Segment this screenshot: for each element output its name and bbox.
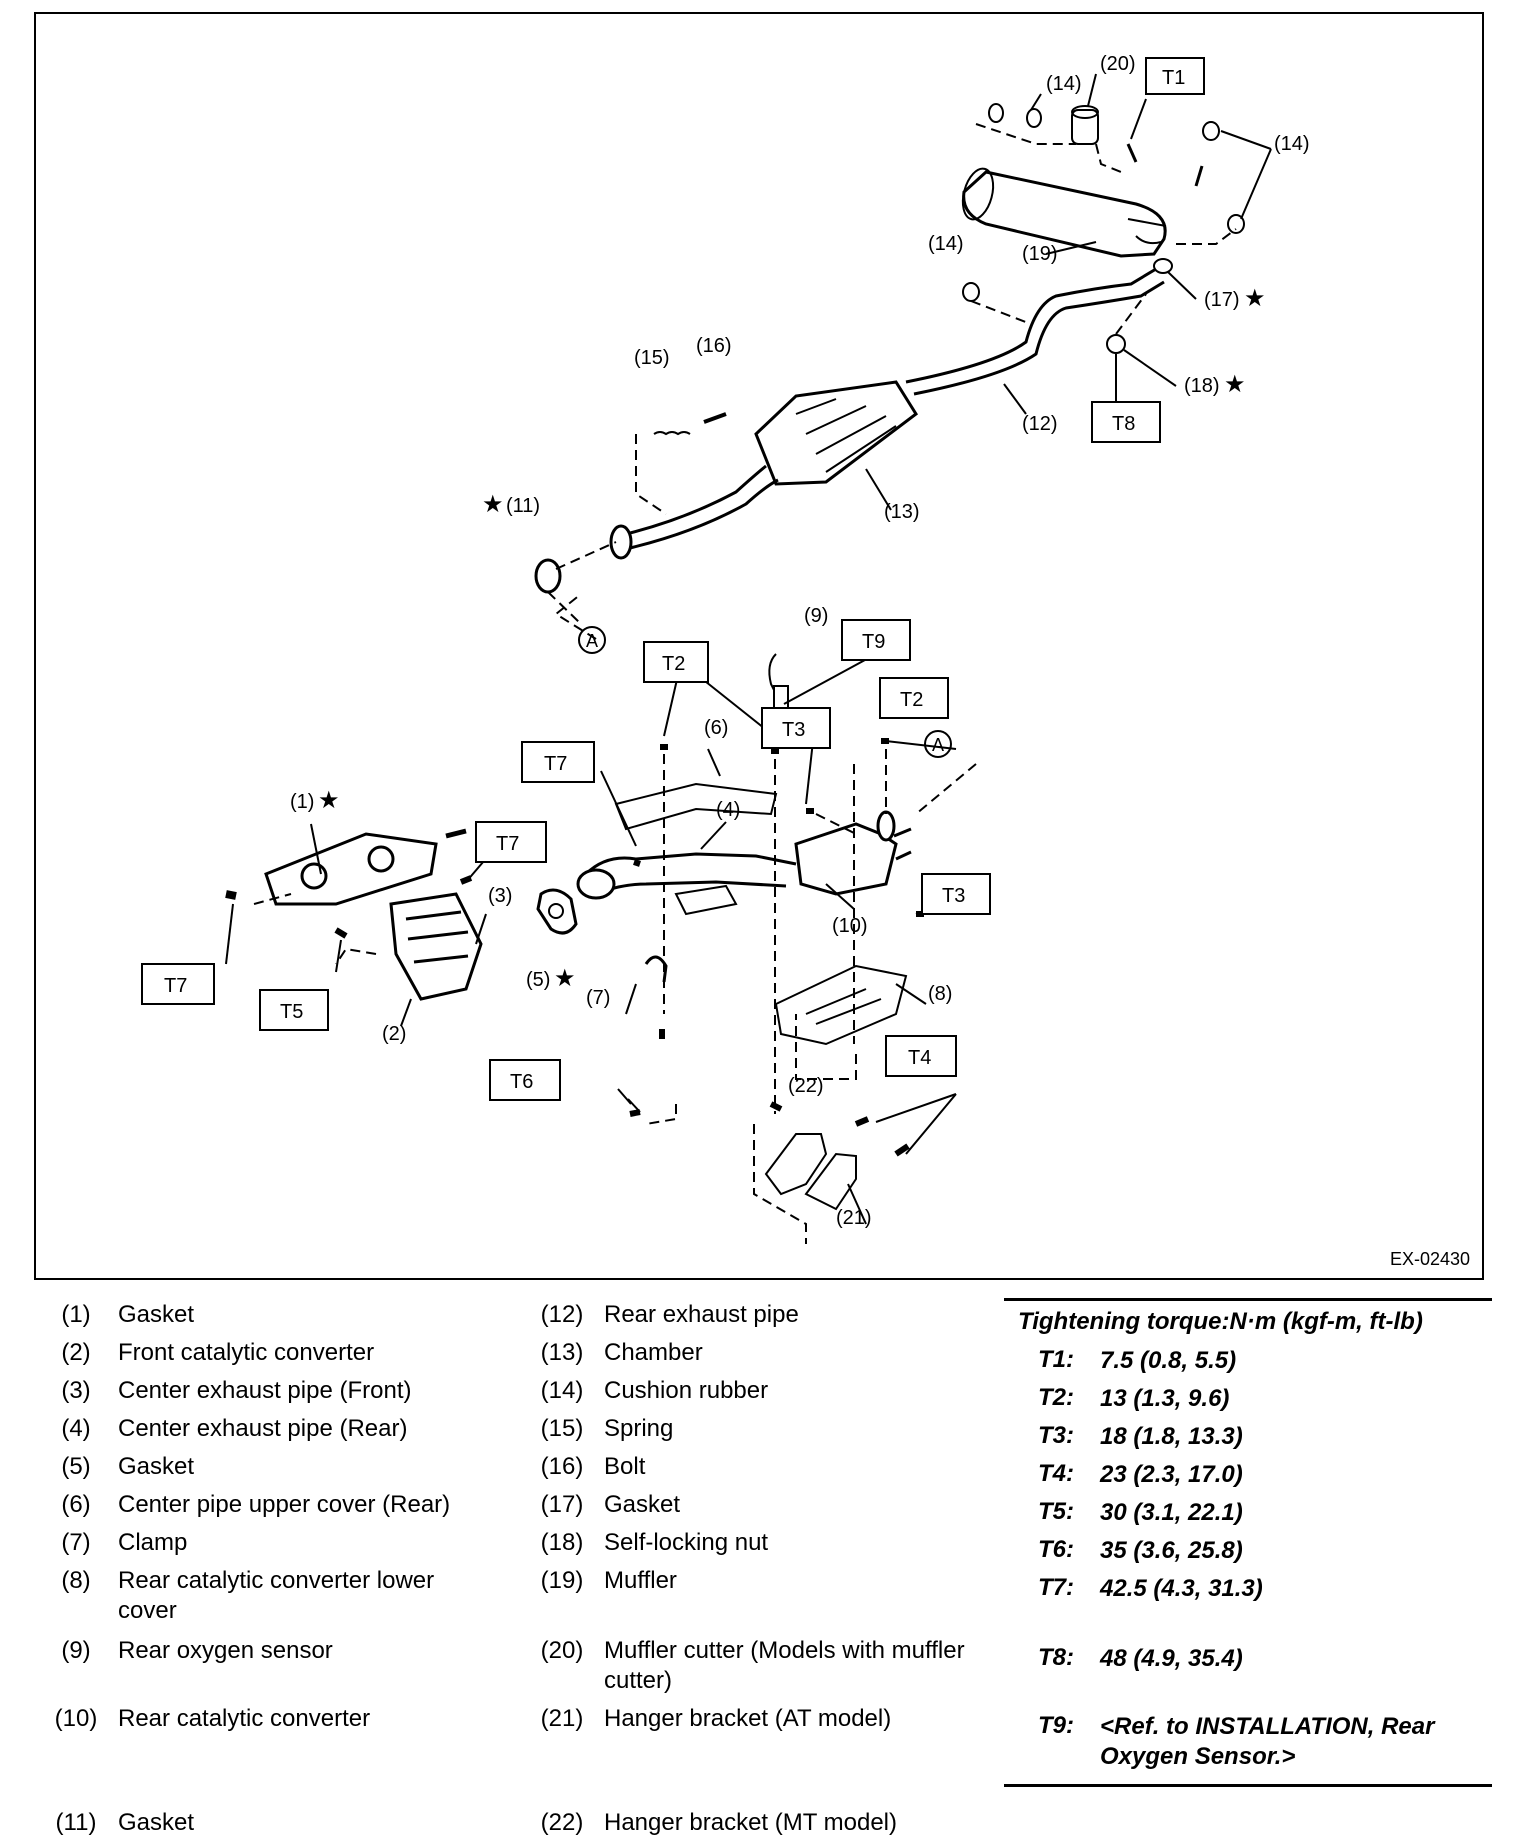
self-locking-nut [1106, 334, 1126, 354]
torque-box-t2-right: T2 [900, 689, 923, 711]
torque-box-t5: T5 [280, 1001, 303, 1023]
marker-a-rear: A [586, 631, 598, 651]
callout-14-top: (14) [1046, 73, 1082, 95]
torque-box-t7-left: T7 [164, 975, 187, 997]
callout-17: (17) [1204, 289, 1240, 311]
callout-6: (6) [704, 717, 728, 739]
callout-14-right: (14) [1274, 133, 1310, 155]
callout-20: (20) [1100, 53, 1136, 75]
center-exhaust-pipe-rear [576, 852, 797, 900]
callout-21: (21) [836, 1207, 872, 1229]
gasket-5 [536, 888, 578, 935]
torque-box-t7-middle: T7 [544, 753, 567, 775]
nut-t7-left [225, 890, 237, 900]
star-1: ★ [318, 787, 340, 814]
clamp [644, 955, 668, 983]
torque-box-t7-right: T7 [496, 833, 519, 855]
muffler [961, 167, 1167, 258]
torque-bottom-rule [1004, 1784, 1492, 1787]
callout-5: (5) [526, 969, 550, 991]
callout-19: (19) [1022, 243, 1058, 265]
center-pipe-upper-cover [614, 782, 778, 831]
gasket-11 [534, 558, 562, 594]
chamber [754, 380, 918, 486]
callout-8: (8) [928, 983, 952, 1005]
callout-11: (11) [506, 495, 540, 517]
star-5: ★ [554, 965, 576, 992]
callout-4: (4) [716, 799, 740, 821]
torque-box-t2-left: T2 [662, 653, 685, 675]
callout-16: (16) [696, 335, 732, 357]
callout-12: (12) [1022, 413, 1058, 435]
front-rear-pipe [609, 464, 779, 560]
rear-exhaust-pipe [905, 267, 1165, 396]
rear-catalytic-converter-lower-cover [774, 964, 908, 1046]
callout-7: (7) [586, 987, 610, 1009]
torque-box-t9: T9 [862, 631, 885, 653]
joint-marker-a-rear [578, 626, 606, 654]
callout-15: (15) [634, 347, 670, 369]
callout-18: (18) [1184, 375, 1220, 397]
torque-top-rule [1004, 1298, 1492, 1301]
torque-box-t6: T6 [510, 1071, 533, 1093]
exhaust-system-diagram: (14) (20) (14) (19) (14) (17) ★ (18) ★ (… [141, 53, 1310, 1244]
hanger-brackets [764, 1133, 857, 1211]
reference-code: EX-02430 [1389, 1249, 1470, 1269]
star-17: ★ [1244, 285, 1266, 312]
torque-box-t4: T4 [908, 1047, 931, 1069]
callout-13: (13) [884, 501, 920, 523]
muffler-cutter [1071, 105, 1099, 145]
marker-a-front: A [932, 735, 944, 755]
callout-2: (2) [382, 1023, 406, 1045]
callout-9: (9) [804, 605, 828, 627]
callout-10: (10) [832, 915, 868, 937]
spring [653, 431, 691, 436]
callout-22: (22) [788, 1075, 824, 1097]
callout-14-left: (14) [928, 233, 964, 255]
star-11: ★ [482, 491, 504, 518]
torque-box-t8: T8 [1112, 413, 1135, 435]
torque-box-t3-top: T3 [782, 719, 805, 741]
callout-1: (1) [290, 791, 314, 813]
callout-3: (3) [488, 885, 512, 907]
rear-oxygen-sensor [768, 653, 789, 709]
torque-title: Tightening torque:N·m (kgf-m, ft-lb) [1018, 1308, 1423, 1335]
star-18: ★ [1224, 371, 1246, 398]
joint-marker-a-front [924, 730, 952, 758]
gasket-1 [264, 832, 438, 906]
torque-box-t1: T1 [1162, 67, 1185, 89]
torque-box-t3-bottom: T3 [942, 885, 965, 907]
rear-catalytic-converter [794, 810, 912, 896]
gasket-17 [1153, 258, 1173, 274]
torque-boxes: T1 T8 T9 T2 T2 T3 T7 T7 T3 T7 T5 T6 T4 [141, 57, 1205, 1101]
bolt-16 [703, 412, 727, 424]
diagram-frame: (14) (20) (14) (19) (14) (17) ★ (18) ★ (… [34, 12, 1484, 1280]
front-catalytic-converter [389, 892, 483, 1001]
